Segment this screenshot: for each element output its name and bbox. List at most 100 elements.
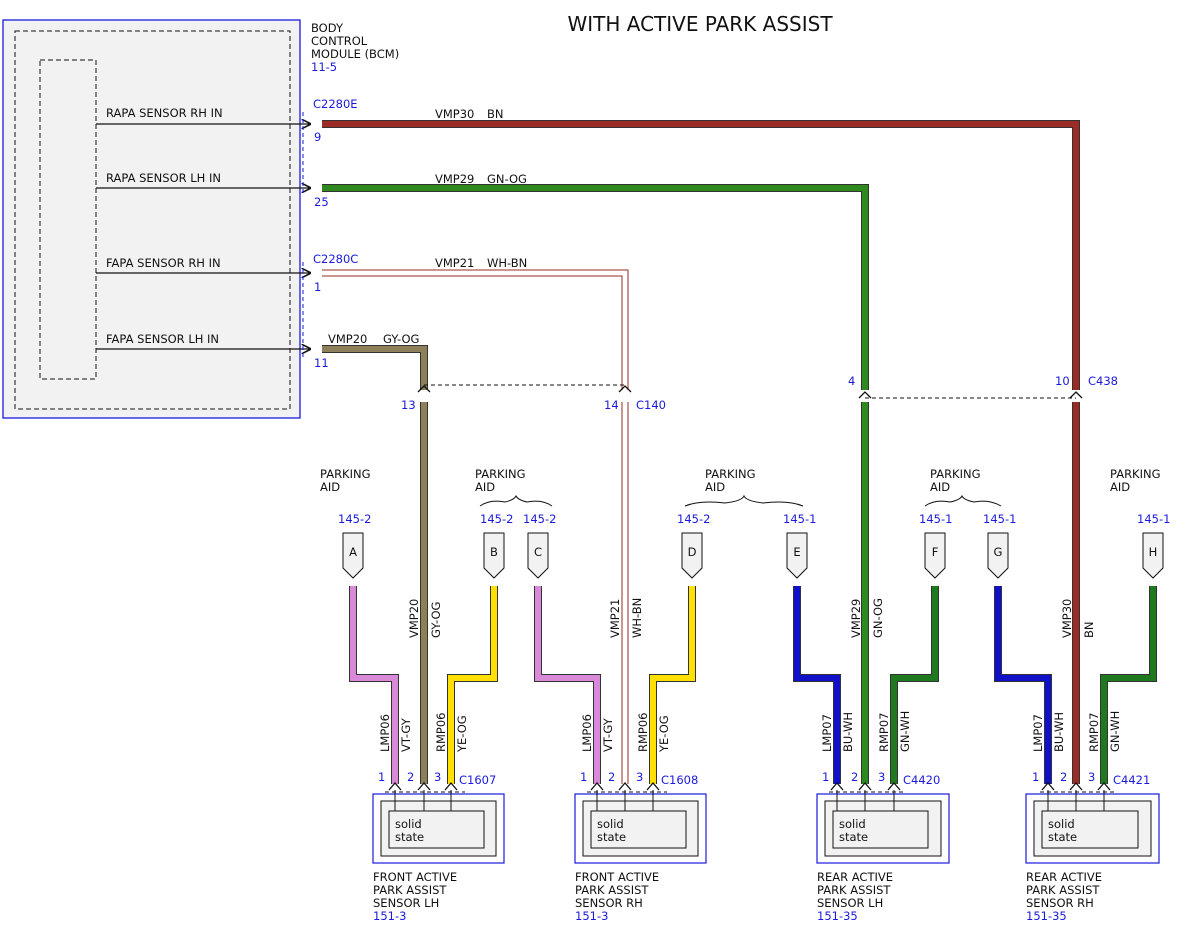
svg-text:D: D bbox=[688, 545, 697, 559]
sensor-caption-rear-lh: REAR ACTIVE PARK ASSIST SENSOR LH 151-35 bbox=[817, 870, 893, 923]
pin-c1608-3: 3 bbox=[636, 770, 643, 784]
svg-text:VMP29: VMP29 bbox=[849, 599, 863, 638]
svg-text:SENSOR LH: SENSOR LH bbox=[373, 896, 439, 910]
svg-text:RMP06: RMP06 bbox=[636, 713, 650, 752]
svg-text:SENSOR RH: SENSOR RH bbox=[1026, 896, 1094, 910]
pin-c438-10: 10 bbox=[1055, 374, 1070, 388]
svg-text:145-1: 145-1 bbox=[983, 512, 1016, 526]
svg-text:GY-OG: GY-OG bbox=[429, 602, 443, 638]
svg-text:state: state bbox=[395, 830, 424, 844]
svg-text:REAR ACTIVE: REAR ACTIVE bbox=[1026, 870, 1102, 884]
svg-text:VMP21: VMP21 bbox=[608, 599, 622, 638]
parking-aid-braces bbox=[479, 494, 1002, 507]
tag-d: D bbox=[681, 532, 703, 579]
svg-text:LMP06: LMP06 bbox=[580, 714, 594, 752]
connector-c1608: C1608 bbox=[661, 773, 698, 787]
sensor-front-lh: solid state bbox=[372, 782, 505, 864]
svg-text:145-1: 145-1 bbox=[919, 512, 952, 526]
svg-text:PARK ASSIST: PARK ASSIST bbox=[1026, 883, 1100, 897]
pin-c438-4: 4 bbox=[848, 374, 855, 388]
svg-text:GN-OG: GN-OG bbox=[871, 598, 885, 638]
sensor-caption-front-rh: FRONT ACTIVE PARK ASSIST SENSOR RH 151-3 bbox=[575, 870, 659, 923]
svg-text:VMP20: VMP20 bbox=[407, 599, 421, 638]
pin-c4420-3: 3 bbox=[878, 770, 885, 784]
bcm-ref: 11-5 bbox=[311, 60, 337, 74]
pin-bcm-9: 9 bbox=[314, 130, 321, 144]
svg-text:solid: solid bbox=[395, 817, 422, 831]
tag-h: H bbox=[1142, 532, 1164, 579]
svg-text:VT-GY: VT-GY bbox=[601, 717, 615, 752]
svg-text:145-2: 145-2 bbox=[338, 512, 371, 526]
pin-c4420-1: 1 bbox=[822, 770, 829, 784]
svg-text:solid: solid bbox=[839, 817, 866, 831]
svg-text:YE-OG: YE-OG bbox=[455, 715, 469, 753]
svg-text:PARKING: PARKING bbox=[320, 467, 371, 481]
svg-text:REAR ACTIVE: REAR ACTIVE bbox=[817, 870, 893, 884]
svg-text:GN-WH: GN-WH bbox=[898, 711, 912, 752]
wire-vmp20 bbox=[322, 345, 428, 784]
svg-text:PARKING: PARKING bbox=[1110, 467, 1161, 481]
wire-lmp06-front-lh bbox=[349, 586, 399, 784]
svg-text:145-2: 145-2 bbox=[523, 512, 556, 526]
sensor-caption-front-lh: FRONT ACTIVE PARK ASSIST SENSOR LH 151-3 bbox=[373, 870, 457, 923]
wire-vmp29 bbox=[322, 184, 869, 784]
svg-text:PARKING: PARKING bbox=[930, 467, 981, 481]
wire-lmp06-front-rh bbox=[534, 586, 601, 784]
svg-text:state: state bbox=[839, 830, 868, 844]
wire-label-vmp21: VMP21 bbox=[435, 256, 474, 270]
tag-a: A bbox=[342, 532, 364, 579]
connector-c4420: C4420 bbox=[903, 773, 940, 787]
svg-text:PARKING: PARKING bbox=[475, 467, 526, 481]
connector-c2280e: C2280E bbox=[313, 97, 358, 111]
svg-text:VMP30: VMP30 bbox=[1060, 599, 1074, 638]
svg-text:C: C bbox=[534, 545, 542, 559]
sensor-rear-rh: solid state bbox=[1025, 782, 1160, 864]
svg-text:LMP06: LMP06 bbox=[378, 714, 392, 752]
svg-text:AID: AID bbox=[475, 480, 495, 494]
wire-color-vmp30: BN bbox=[487, 107, 504, 121]
tag-f: F bbox=[924, 532, 946, 579]
vertical-wire-labels: VMP20 GY-OG VMP21 WH-BN VMP29 GN-OG VMP3… bbox=[407, 598, 1096, 638]
wire-rmp07-rear-lh bbox=[890, 586, 939, 784]
svg-text:AID: AID bbox=[705, 480, 725, 494]
vertical-branch-labels: LMP06 VT-GY RMP06 YE-OG LMP06 VT-GY RMP0… bbox=[378, 711, 1122, 753]
svg-text:RMP06: RMP06 bbox=[434, 713, 448, 752]
svg-text:FRONT ACTIVE: FRONT ACTIVE bbox=[373, 870, 457, 884]
bcm-input-rapa-rh: RAPA SENSOR RH IN bbox=[106, 106, 223, 120]
pin-bcm-25: 25 bbox=[314, 195, 329, 209]
bcm-input-fapa-lh: FAPA SENSOR LH IN bbox=[106, 332, 219, 346]
svg-text:PARKING: PARKING bbox=[705, 467, 756, 481]
svg-text:145-1: 145-1 bbox=[1137, 512, 1170, 526]
svg-text:YE-OG: YE-OG bbox=[657, 715, 671, 753]
bcm-module: RAPA SENSOR RH IN RAPA SENSOR LH IN FAPA… bbox=[2, 19, 310, 419]
bcm-name-line-3: MODULE (BCM) bbox=[311, 47, 399, 61]
svg-text:151-3: 151-3 bbox=[373, 909, 406, 923]
wire-lmp07-rear-lh bbox=[793, 586, 841, 784]
svg-text:E: E bbox=[793, 545, 800, 559]
svg-text:AID: AID bbox=[1110, 480, 1130, 494]
connector-c4421: C4421 bbox=[1113, 773, 1150, 787]
wire-lmp07-rear-rh bbox=[994, 586, 1052, 784]
svg-text:F: F bbox=[932, 545, 939, 559]
inline-connector-c140 bbox=[417, 384, 632, 393]
pin-c4421-2: 2 bbox=[1060, 770, 1067, 784]
pin-c140-13: 13 bbox=[401, 398, 416, 412]
wire-label-vmp29: VMP29 bbox=[435, 172, 474, 186]
svg-text:solid: solid bbox=[597, 817, 624, 831]
pin-bcm-11: 11 bbox=[314, 356, 329, 370]
pin-c4421-1: 1 bbox=[1032, 770, 1039, 784]
bcm-name-line-2: CONTROL bbox=[311, 34, 368, 48]
inline-connector-c438 bbox=[858, 391, 1083, 399]
pin-c1608-1: 1 bbox=[580, 770, 587, 784]
tag-b: B bbox=[483, 532, 505, 579]
pin-c4420-2: 2 bbox=[851, 770, 858, 784]
svg-text:A: A bbox=[349, 545, 357, 559]
svg-text:LMP07: LMP07 bbox=[1031, 714, 1045, 752]
svg-text:AID: AID bbox=[930, 480, 950, 494]
sensor-caption-rear-rh: REAR ACTIVE PARK ASSIST SENSOR RH 151-35 bbox=[1026, 870, 1102, 923]
svg-text:FRONT ACTIVE: FRONT ACTIVE bbox=[575, 870, 659, 884]
pin-c1608-2: 2 bbox=[608, 770, 615, 784]
svg-text:151-3: 151-3 bbox=[575, 909, 608, 923]
wire-rmp07-rear-rh bbox=[1100, 586, 1157, 784]
